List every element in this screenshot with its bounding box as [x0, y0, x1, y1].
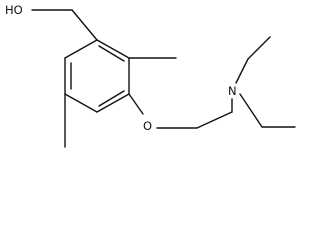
- ring-double-bond-bottom-right: [98, 90, 125, 107]
- nitrogen-label: N: [228, 84, 237, 98]
- ring-bond-top-right: [96, 39, 130, 59]
- benzene-ring: [64, 39, 130, 113]
- ring-bond-top-left: [64, 39, 98, 59]
- ring-bond-bottom-right: [96, 93, 130, 113]
- ring-double-bond-top-right: [98, 45, 125, 62]
- hydroxyl-label: HO: [5, 3, 23, 17]
- ring-oxygen-bond: [128, 93, 144, 115]
- ring-bond-bottom-left: [64, 93, 98, 113]
- ether-oxygen-label: O: [143, 119, 152, 133]
- nitrogen-ethyl-upper-ch2-bond: [235, 58, 249, 84]
- ethyl-upper-ch3-bond: [247, 36, 271, 60]
- nitrogen-ethyl-lower-ch2-bond: [239, 93, 263, 128]
- hydroxymethyl-group: HO: [5, 3, 98, 41]
- ch2-ch2-bond: [196, 111, 233, 129]
- chemical-structure-diagram: HO O N: [5, 3, 296, 148]
- ch2-ring-bond: [71, 9, 98, 41]
- diethylaminoethoxy-chain: O N: [128, 36, 296, 133]
